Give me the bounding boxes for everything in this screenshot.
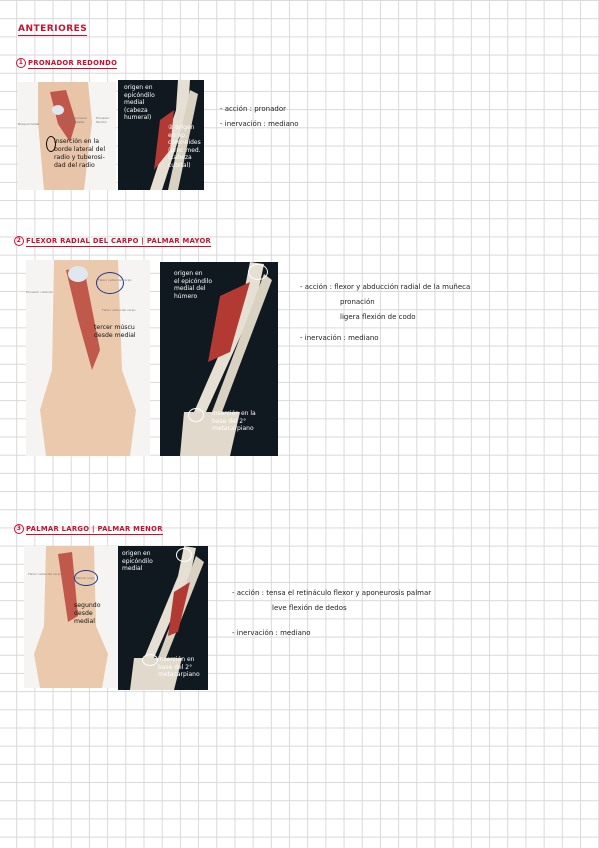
bones-illustration-3 [130,546,204,690]
section-2-notes: - acción : flexor y abducción radial de … [300,283,471,342]
insertion-circle-dark-2 [188,408,204,422]
label-pronador-redondo: Pronador redondo [26,290,53,294]
section-1-title: PRONADOR REDONDO [28,59,118,69]
label-pronador: Pronador [96,116,110,120]
label-flexor-radial-2: Flexor radial del carpo [102,308,136,312]
section-3-origin-note: origen en epicóndilo medial [122,550,153,572]
section-3-insertion-note: inserción en base del 2° metacarpiano [158,656,200,678]
section-3-number: 3 [14,524,24,534]
section-2-arm-image: Flexor radial del carpo Pronador redondo… [26,260,150,456]
section-1-skeleton-image: origen en epicóndilo medial (cabeza hume… [118,80,204,190]
arm-illustration-3 [34,546,108,688]
label-flexor-radial: Flexor radial del carpo [98,278,132,282]
bones-illustration-2 [180,262,272,456]
origin-circle-3 [74,570,98,586]
section-1-arm-image: Cabeza humeral Cabeza cubital Pronador T… [18,82,116,190]
section-1-notes: - acción : pronador - inervación : media… [220,105,299,128]
section-2-insertion-note: inserción en la base del 2° metacarpiano [212,410,256,432]
section-3-title: PALMAR LARGO | PALMAR MENOR [26,525,163,535]
label-palmar-largo: Palmar largo [76,576,95,580]
section-1-origin2-note: ② origen en ap. coronoides (proc med. (c… [168,124,201,169]
label-tendon: Tendón [96,120,107,124]
section-2-skeleton-image: origen en el epicóndilo medial del húmer… [160,262,278,456]
section-3-notes: - acción : tensa el retináculo flexor y … [232,589,432,637]
section-2-title: FLEXOR RADIAL DEL CARPO | PALMAR MAYOR [26,237,212,247]
section-1-number: 1 [16,58,26,68]
origin-circle-2 [96,272,124,294]
arm-illustration-1 [38,82,92,190]
section-3-arm-image: Flexor radial del carpo Palmar largo seg… [24,546,118,688]
section-1-origin-note: origen en epicóndilo medial (cabeza hume… [124,84,155,121]
label-cabeza-cubital: Cabeza cubital [62,120,85,124]
insertion-circle [46,136,56,152]
section-2-origin-note: origen en el epicóndilo medial del húmer… [174,270,213,300]
label-cabeza-humeral: Cabeza humeral [62,116,87,120]
label-braquiorradial: Braquiorradial [18,122,40,126]
section-1-insertion-note: inserción en la borde lateral del radio … [54,138,106,169]
section-2-side-note: tercer múscu desde medial [94,324,136,339]
origin-circle-dark-3 [176,548,192,562]
label-flexor-radial-3: Flexor radial del carpo [28,572,62,576]
page-title: ANTERIORES [18,24,88,36]
insertion-circle-dark-3 [142,654,158,666]
bones-illustration-1 [150,80,198,190]
section-2-number: 2 [14,236,24,246]
section-3-skeleton-image: origen en epicóndilo medial inserción en… [118,546,208,690]
origin-circle-dark-2 [248,264,268,280]
arm-illustration-2 [40,260,136,456]
section-3-side-note: segundo desde medial [74,602,101,625]
